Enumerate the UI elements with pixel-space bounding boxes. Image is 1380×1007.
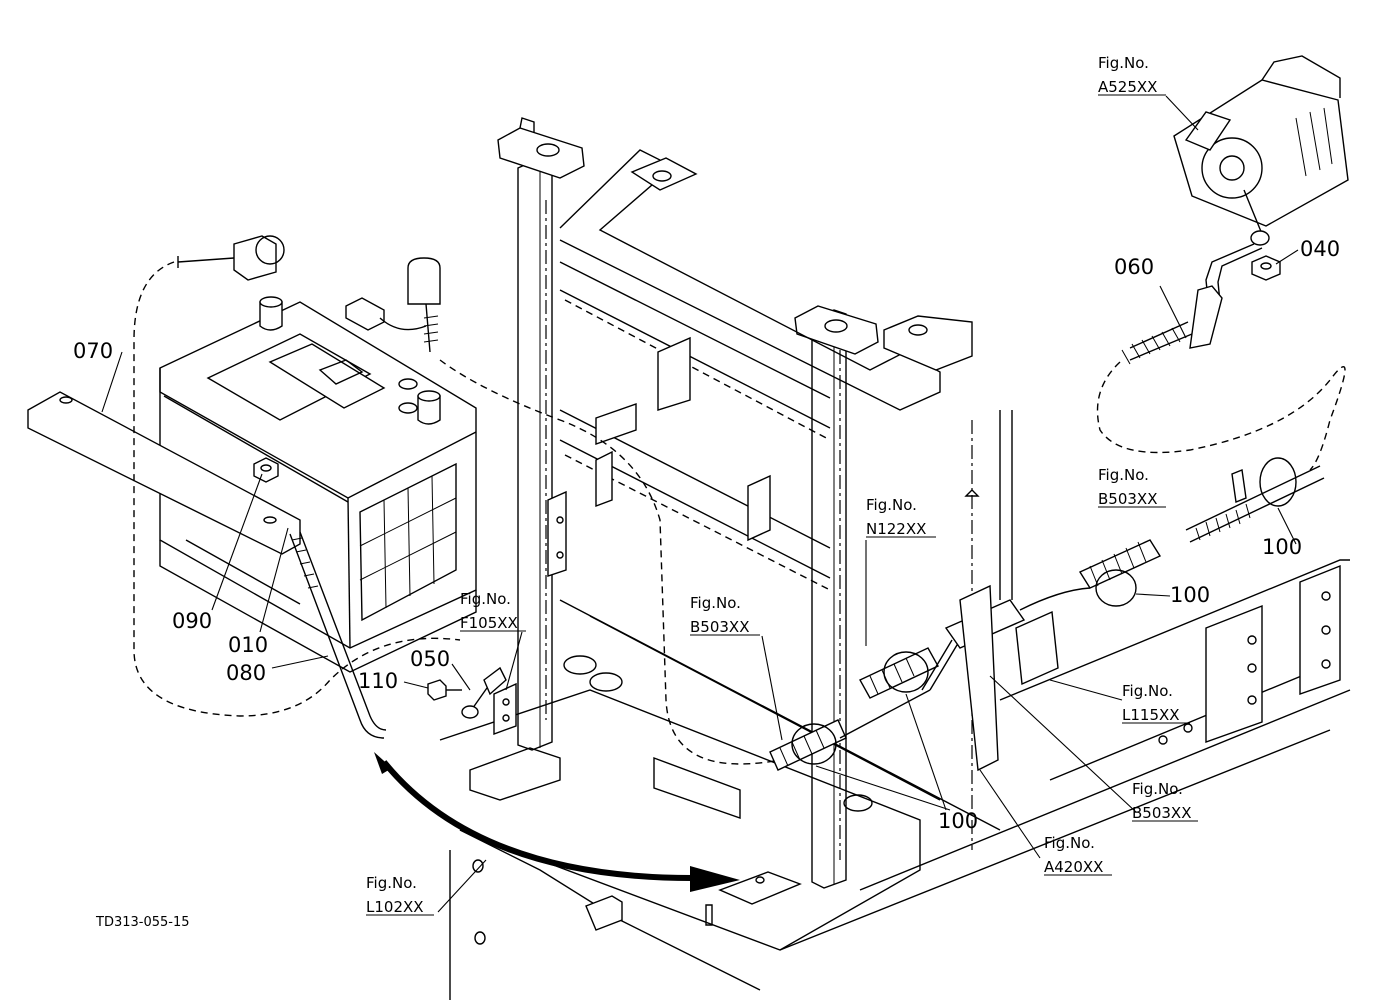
fig-code-b503-right: B503XX: [1098, 490, 1157, 508]
part-labels: 070 090 010 080 110 050 060 040 100 100 …: [73, 54, 1340, 930]
fig-label-a420: Fig.No.: [1044, 834, 1095, 852]
label-050: 050: [410, 647, 450, 671]
fig-code-a420: A420XX: [1044, 858, 1103, 876]
fig-label-l115: Fig.No.: [1122, 682, 1173, 700]
fig-code-b503-left: B503XX: [690, 618, 749, 636]
fig-label-a525: Fig.No.: [1098, 54, 1149, 72]
leader-lines: [101, 95, 1299, 913]
fig-code-l115: L115XX: [1122, 706, 1180, 724]
label-100-mid: 100: [1170, 583, 1210, 607]
drawing-code: TD313-055-15: [95, 915, 190, 930]
fig-code-b503-lower: B503XX: [1132, 804, 1191, 822]
label-070: 070: [73, 339, 113, 363]
label-100-bottom: 100: [938, 809, 978, 833]
fig-code-l102: L102XX: [366, 898, 424, 916]
starter-motor: [1096, 55, 1349, 471]
direction-arrow: [374, 752, 740, 892]
label-040: 040: [1300, 237, 1340, 261]
fig-label-b503-left: Fig.No.: [690, 594, 741, 612]
positive-cable: [133, 235, 781, 765]
label-110: 110: [358, 669, 398, 693]
fig-code-n122: N122XX: [866, 520, 926, 538]
fig-label-l102: Fig.No.: [366, 874, 417, 892]
label-090: 090: [172, 609, 212, 633]
label-080: 080: [226, 661, 266, 685]
fig-label-f105: Fig.No.: [460, 590, 511, 608]
fig-label-n122: Fig.No.: [866, 496, 917, 514]
battery: [159, 296, 477, 673]
cable-clamps: [769, 457, 1325, 772]
label-010: 010: [228, 633, 268, 657]
label-100-top: 100: [1262, 535, 1302, 559]
fig-code-a525: A525XX: [1098, 78, 1157, 96]
label-060: 060: [1114, 255, 1154, 279]
fig-label-b503-lower: Fig.No.: [1132, 780, 1183, 798]
battery-holder: [27, 391, 387, 739]
fig-code-f105: F105XX: [460, 614, 518, 632]
ground-strap: [427, 666, 517, 735]
fig-label-b503-right: Fig.No.: [1098, 466, 1149, 484]
